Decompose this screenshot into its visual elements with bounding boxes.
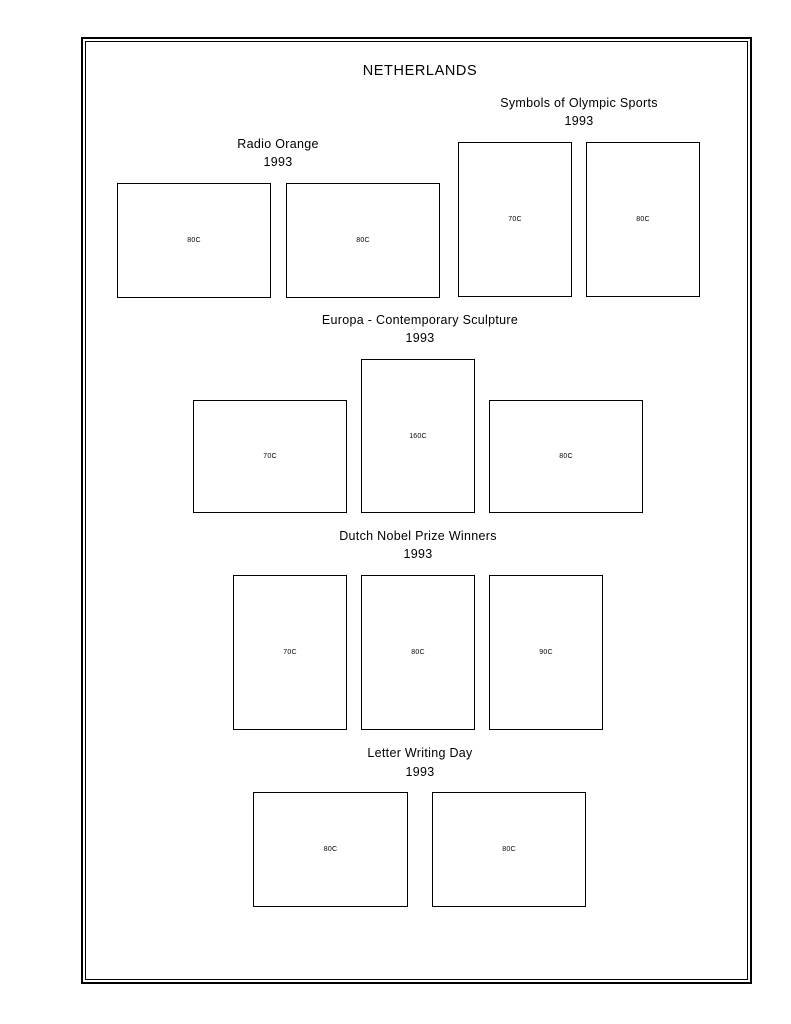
section-year-nobel-prize: 1993 [403,547,433,561]
stamp-denomination: 80C [559,453,573,460]
stamp-denomination: 90C [539,649,553,656]
stamp-denomination: 70C [283,649,297,656]
stamp-slot: 70C [458,142,572,297]
section-title-olympic-sports: Symbols of Olympic Sports [500,96,658,110]
stamp-denomination: 80C [502,846,516,853]
stamp-slot: 80C [253,792,408,907]
stamp-slot: 80C [286,183,440,298]
stamp-denomination: 80C [411,649,425,656]
section-year-olympic-sports: 1993 [564,114,594,128]
stamp-denomination: 160C [409,432,427,440]
section-title-radio-orange: Radio Orange [237,137,319,151]
stamp-denomination: 80C [187,237,201,244]
section-year-radio-orange: 1993 [263,155,293,169]
stamp-denomination: 80C [356,237,370,244]
stamp-slot: 160C [361,359,475,513]
stamp-slot: 70C [193,400,347,513]
section-year-europa: 1993 [405,331,435,345]
stamp-denomination: 80C [323,846,338,853]
section-title-nobel-prize: Dutch Nobel Prize Winners [339,529,497,543]
section-year-letter-writing-day: 1993 [405,765,435,779]
stamp-slot: 80C [489,400,643,513]
stamp-slot: 80C [586,142,700,297]
stamp-denomination: 70C [263,453,277,460]
stamp-slot: 80C [117,183,271,298]
stamp-slot: 70C [233,575,347,730]
stamp-slot: 90C [489,575,603,730]
page-title: NETHERLANDS [362,63,478,79]
stamp-slot: 80C [432,792,586,907]
stamp-denomination: 70C [508,216,522,223]
section-title-letter-writing-day: Letter Writing Day [367,746,473,760]
stamp-denomination: 80C [636,216,650,223]
page-border-outer [81,37,752,984]
section-title-europa: Europa - Contemporary Sculpture [321,313,519,327]
stamp-slot: 80C [361,575,475,730]
page-border-inner [85,41,748,980]
